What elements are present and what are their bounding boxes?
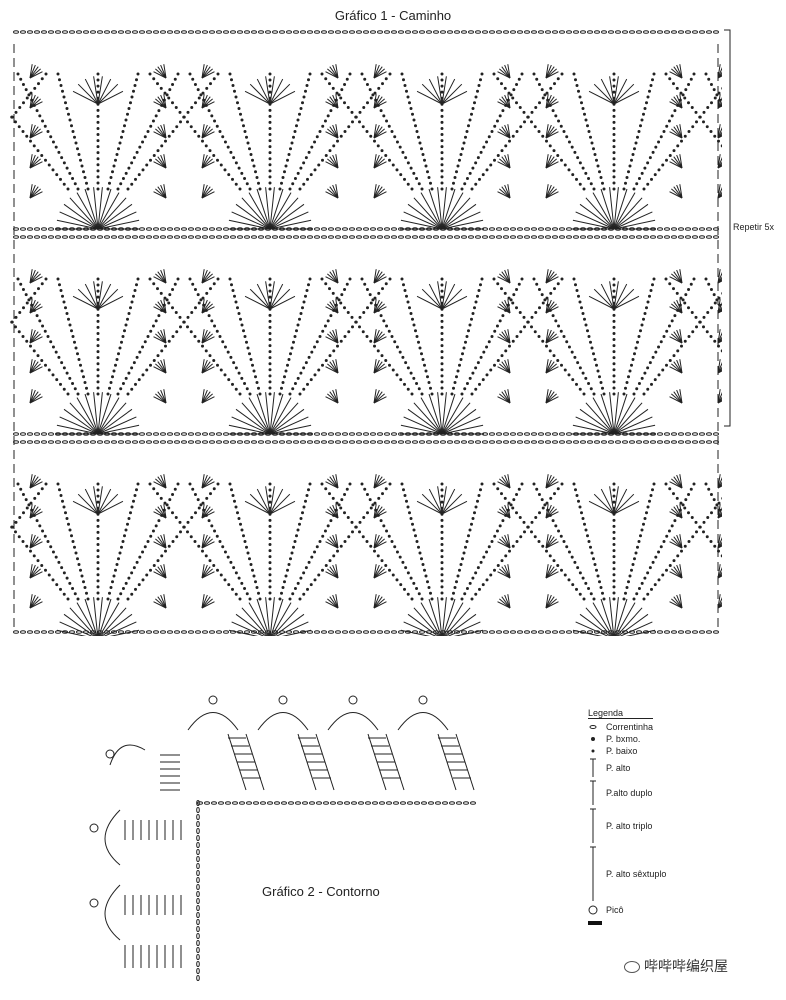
legend-symbol-icon: [589, 725, 597, 729]
chart1-title: Gráfico 1 - Caminho: [334, 8, 452, 23]
legend-label: P. bxmo.: [606, 734, 641, 744]
legend-label: P. alto triplo: [606, 821, 653, 831]
wechat-icon: [624, 961, 640, 974]
legend-symbol-icon: [590, 780, 596, 805]
legend: Legenda Correntinha P. bxmo. P. baixo P. al…: [588, 708, 778, 929]
legend-item: P. alto: [588, 757, 778, 779]
legend-symbol-icon: [590, 846, 596, 901]
legend-label: P. alto: [606, 763, 631, 773]
legend-symbol-icon: [588, 905, 598, 915]
legend-item: Picô: [588, 903, 778, 917]
chart2-title: Gráfico 2 - Contorno: [262, 884, 380, 899]
legend-item: P. baixo: [588, 745, 778, 757]
legend-item: [588, 917, 778, 929]
legend-item: P. alto triplo: [588, 807, 778, 845]
legend-label: P.alto duplo: [606, 788, 653, 798]
legend-label: Picô: [606, 905, 624, 915]
watermark: 哔哔哔编织屋: [624, 956, 728, 976]
legend-symbol-icon: [588, 921, 602, 925]
legend-label: P. alto sêxtuplo: [606, 869, 667, 879]
legend-title: Legenda: [588, 708, 654, 719]
legend-item: Correntinha: [588, 721, 778, 733]
legend-symbol-icon: [590, 758, 596, 777]
legend-item: P.alto duplo: [588, 779, 778, 807]
crochet-chart-caminho: [10, 30, 722, 636]
legend-label: Correntinha: [606, 722, 654, 732]
legend-symbol-icon: [590, 808, 596, 843]
legend-label: P. baixo: [606, 746, 638, 756]
crochet-chart-contorno: [89, 695, 476, 981]
watermark-text: 哔哔哔编织屋: [644, 958, 728, 974]
legend-symbol-icon: [591, 737, 595, 741]
repeat-label: Repetir 5x: [733, 222, 775, 232]
legend-item: P. alto sêxtuplo: [588, 845, 778, 903]
repeat-bracket: [724, 29, 731, 427]
legend-symbol-icon: [591, 749, 595, 753]
legend-item: P. bxmo.: [588, 733, 778, 745]
